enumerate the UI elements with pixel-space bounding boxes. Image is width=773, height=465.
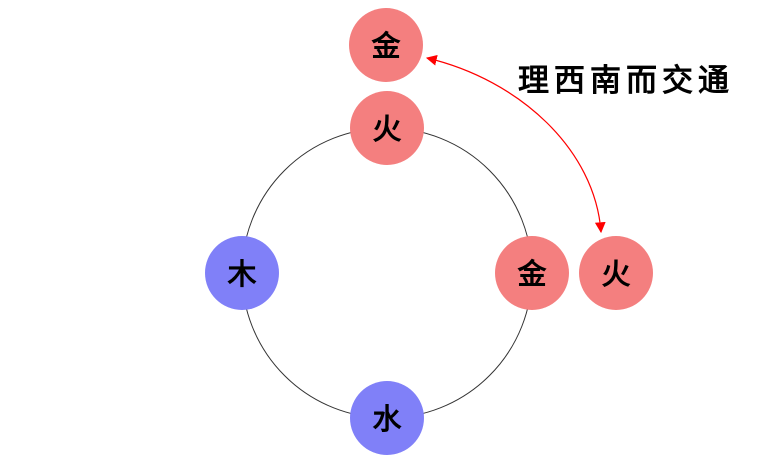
node-bottom-circle (350, 381, 424, 455)
exchange-arrow (425, 54, 606, 234)
caption-text: 理西南而交通 (518, 63, 734, 99)
node-top-label: 火 (372, 112, 401, 146)
node-top-circle (350, 91, 424, 165)
node-bottom-label: 水 (372, 402, 402, 436)
node-left-label: 木 (226, 257, 256, 291)
node-right: 金 (495, 236, 569, 310)
node-top-outer-circle (349, 8, 423, 82)
node-left: 木 (205, 236, 279, 310)
node-right-label: 金 (516, 257, 547, 291)
node-top-outer: 金 (349, 8, 423, 82)
node-top-outer-label: 金 (370, 29, 401, 63)
node-left-circle (205, 236, 279, 310)
node-right-outer: 火 (579, 236, 653, 310)
node-top: 火 (350, 91, 424, 165)
node-right-outer-label: 火 (601, 257, 630, 291)
node-right-outer-circle (579, 236, 653, 310)
node-bottom: 水 (350, 381, 424, 455)
node-right-circle (495, 236, 569, 310)
cycle-circle (241, 127, 533, 419)
